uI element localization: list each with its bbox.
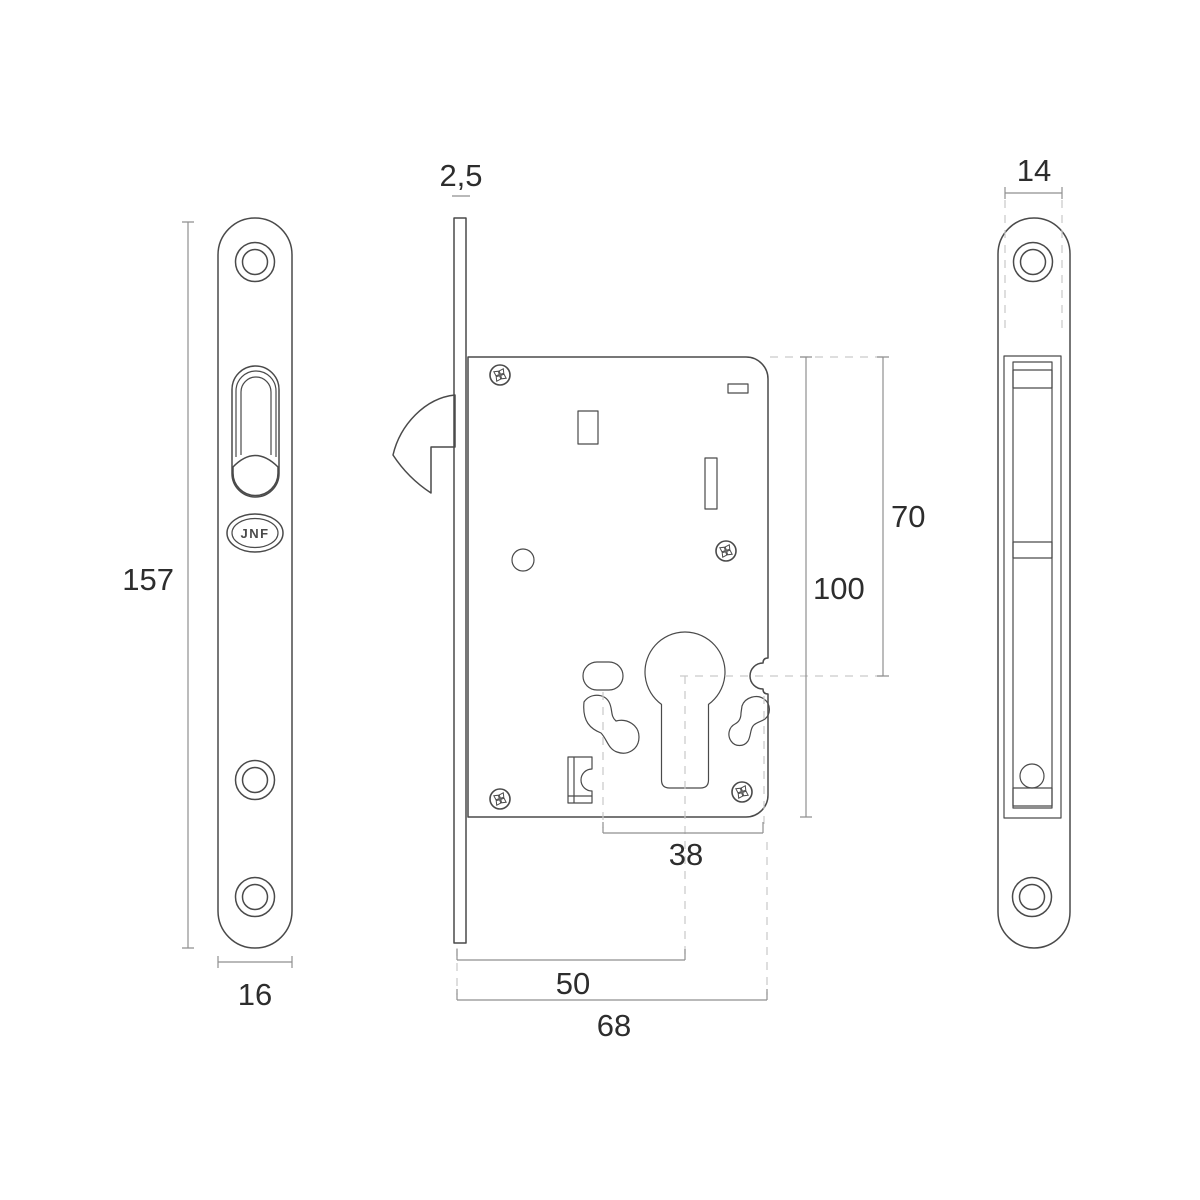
case-bracket xyxy=(567,756,593,804)
strike-roller xyxy=(1019,763,1045,789)
screw-hole-icon xyxy=(1011,876,1053,918)
screw-hole-icon xyxy=(234,241,276,283)
case-cutout-upper xyxy=(577,410,599,445)
screw-hole-icon xyxy=(1012,241,1054,283)
hook-arch-inner xyxy=(240,376,272,455)
dim-label-cylinder-to-back: 38 xyxy=(669,837,703,872)
hook-bolt-front xyxy=(231,365,280,498)
case-cutout-top-right xyxy=(727,383,749,394)
hook-cylinder-face xyxy=(232,454,279,497)
strike-slot-inner xyxy=(1012,361,1053,809)
strike-slot xyxy=(1003,355,1062,819)
dim-label-plate-height: 157 xyxy=(122,562,174,597)
euro-cylinder-cutout xyxy=(644,631,726,789)
jnf-logo: JNF xyxy=(226,513,284,553)
left-faceplate-outline xyxy=(217,217,293,949)
logo-oval-inner xyxy=(231,517,279,549)
dim-label-backset: 50 xyxy=(556,966,590,1001)
strike-band-middle xyxy=(1012,541,1053,559)
case-kidney-right xyxy=(728,696,770,747)
dim-label-plate-width: 16 xyxy=(238,977,272,1012)
faceplate-strip xyxy=(453,217,467,944)
left-faceplate-view: JNF xyxy=(217,217,293,949)
screw-hole-icon xyxy=(234,876,276,918)
logo-text: JNF xyxy=(240,526,269,541)
dim-label-plate-thickness: 2,5 xyxy=(439,158,482,193)
strike-band-top xyxy=(1012,369,1053,389)
right-faceplate-outline xyxy=(997,217,1071,949)
side-section-view xyxy=(392,217,770,944)
right-faceplate-view xyxy=(997,217,1071,949)
dimension-lines xyxy=(182,187,1063,1001)
dim-label-case-depth: 68 xyxy=(597,1008,631,1043)
logo-oval-outer xyxy=(226,513,284,553)
case-hole xyxy=(511,548,535,572)
case-kidney-left xyxy=(583,694,640,754)
case-oval-slot xyxy=(582,661,624,691)
dim-label-strike-slot-width: 14 xyxy=(1017,153,1051,188)
hook-bolt-side xyxy=(392,394,456,494)
dimension-labels: 157 16 2,5 100 70 38 50 68 14 xyxy=(122,153,1051,1043)
strike-band-bottom xyxy=(1012,787,1053,807)
screw-hole-icon xyxy=(234,759,276,801)
strike-slot-outer xyxy=(1003,355,1062,819)
dim-label-top-to-cylinder: 70 xyxy=(891,499,925,534)
dim-label-case-height: 100 xyxy=(813,571,865,606)
lock-case xyxy=(467,356,769,818)
case-slot-right xyxy=(704,457,718,510)
hook-arch-outer xyxy=(235,370,277,457)
